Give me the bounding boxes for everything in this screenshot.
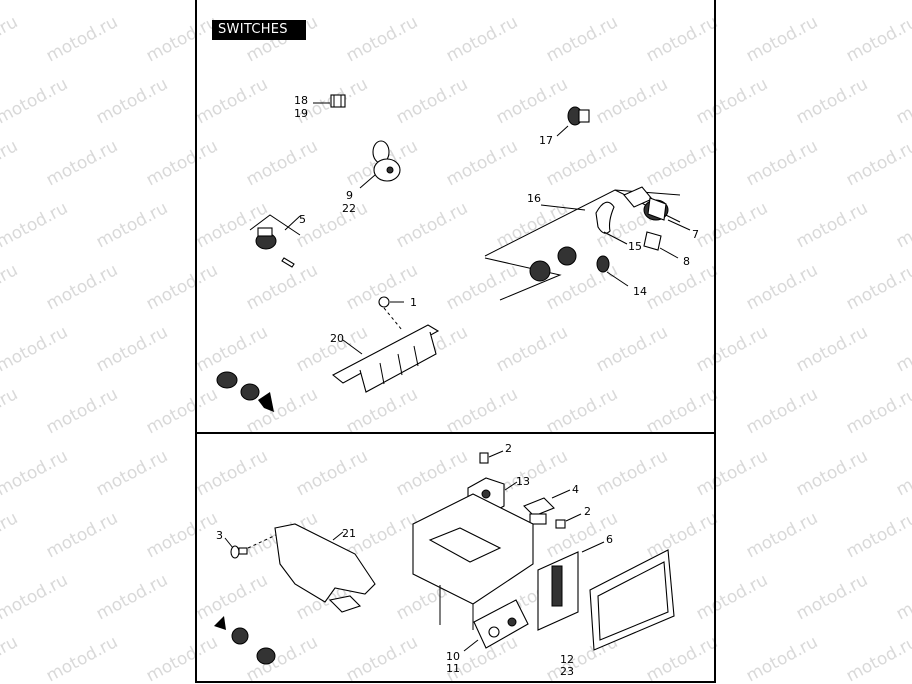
front-direction-arrow-upper <box>216 371 274 412</box>
callout-15: 15 <box>628 240 642 253</box>
callout-13: 13 <box>516 475 530 488</box>
callout-2-lower: 2 <box>584 505 591 518</box>
side-bracket-part <box>274 523 376 613</box>
contact-plate-part <box>643 231 679 259</box>
callout-8: 8 <box>683 255 690 268</box>
diagram-frame <box>195 0 716 683</box>
retaining-clip-part <box>595 201 628 245</box>
cover-plate-part <box>463 599 529 652</box>
callout-17: 17 <box>539 134 553 147</box>
control-module-part <box>589 549 675 651</box>
electrical-caddy-part <box>412 493 534 630</box>
callout-7: 7 <box>692 228 699 241</box>
section-divider <box>195 432 716 434</box>
callout-11: 11 <box>446 662 460 675</box>
callout-1: 1 <box>410 296 417 309</box>
callout-5: 5 <box>299 213 306 226</box>
callout-9: 9 <box>346 189 353 202</box>
relay-part <box>523 489 571 525</box>
callout-4: 4 <box>572 483 579 496</box>
callout-23: 23 <box>560 665 574 678</box>
ignition-ring-part <box>359 140 401 189</box>
lock-cylinder-part <box>623 186 691 231</box>
front-direction-arrow-lower <box>214 616 276 665</box>
callout-10: 10 <box>446 650 460 663</box>
callout-19: 19 <box>294 107 308 120</box>
callout-2-upper: 2 <box>505 442 512 455</box>
mounting-bracket-part <box>332 296 440 393</box>
callout-16: 16 <box>527 192 541 205</box>
screw-part-lower <box>555 513 582 529</box>
small-switch-part <box>556 106 590 137</box>
diagram-title: SWITCHES <box>212 20 306 40</box>
callout-21: 21 <box>342 527 356 540</box>
caddy-cover-part <box>537 541 605 631</box>
screw-part-upper <box>479 450 504 464</box>
callout-20: 20 <box>330 332 344 345</box>
callout-18: 18 <box>294 94 308 107</box>
callout-22: 22 <box>342 202 356 215</box>
push-pin-part <box>224 534 277 559</box>
callout-3: 3 <box>216 529 223 542</box>
fuse-part <box>313 94 346 108</box>
lock-components-part <box>529 246 629 287</box>
pressure-switch-part <box>249 214 301 268</box>
callout-6: 6 <box>606 533 613 546</box>
callout-12: 12 <box>560 653 574 666</box>
callout-14: 14 <box>633 285 647 298</box>
